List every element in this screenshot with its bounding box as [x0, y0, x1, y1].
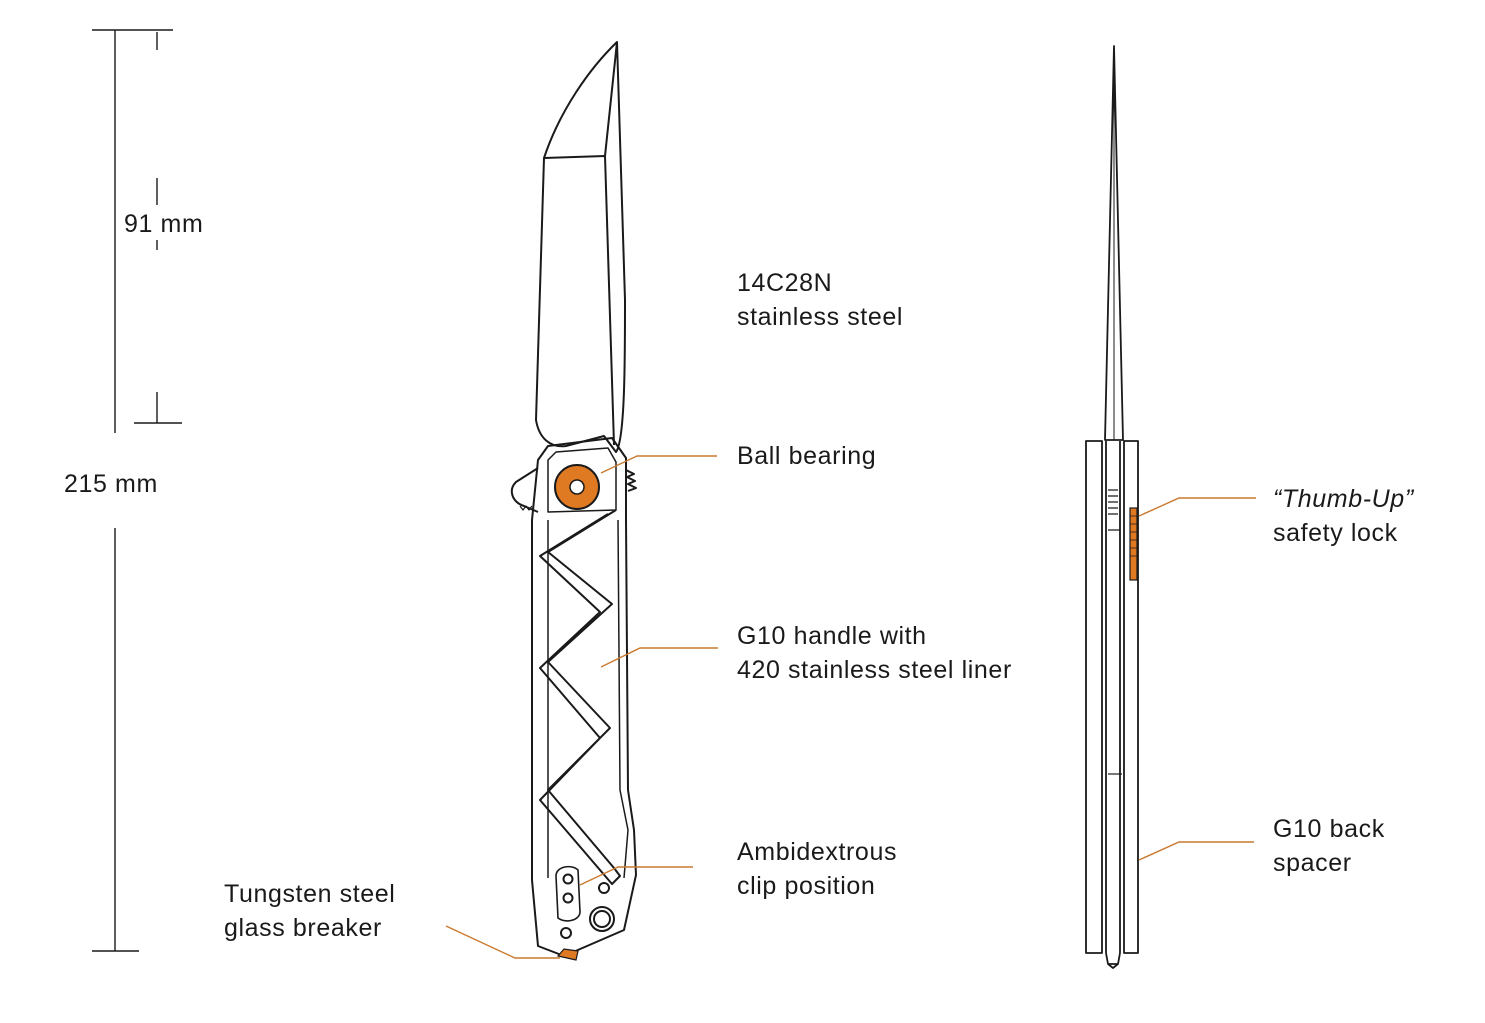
clip-screw-4	[598, 882, 610, 894]
glass-breaker-callout: Tungsten steel glass breaker	[224, 877, 395, 945]
pivot-ball-bearing-center	[569, 479, 585, 495]
clip-callout: Ambidextrous clip position	[737, 835, 897, 903]
side-pommel	[1105, 952, 1121, 965]
back-spacer-callout: G10 back spacer	[1273, 812, 1385, 880]
glass-breaker-tip	[556, 948, 579, 961]
handle-zigzag-inlay	[539, 509, 621, 885]
leader-lines	[445, 455, 1256, 959]
blade-length-label: 91 mm	[124, 210, 204, 238]
handle-callout: G10 handle with 420 stainless steel line…	[737, 619, 1012, 687]
blade-steel-callout: 14C28N stainless steel	[737, 266, 903, 334]
handle-inner-edge	[547, 519, 629, 879]
thumb-up-safety-lock-ridges	[1130, 515, 1137, 557]
leader-ball-bearing	[600, 455, 717, 474]
clip-screw-3	[560, 927, 572, 939]
clip-screw-2	[562, 892, 574, 904]
side-pommel-tip	[1107, 963, 1119, 969]
blade-outline	[535, 41, 626, 453]
blade-steel-line2: stainless steel	[737, 303, 904, 331]
side-handle-right-scale	[1123, 440, 1139, 954]
leader-handle	[600, 647, 718, 668]
leader-glass-breaker	[445, 925, 560, 959]
overall-length-label: 215 mm	[64, 470, 158, 498]
dimension-lines	[92, 29, 182, 952]
thumb-up-safety-lock	[1129, 507, 1138, 581]
spine-jimping	[625, 469, 637, 492]
blade-steel-line1: 14C28N	[737, 269, 833, 297]
glass-breaker-line2: glass breaker	[224, 914, 382, 942]
handle-line1: G10 handle with	[737, 622, 927, 650]
handle-line2: 420 stainless steel liner	[737, 656, 1012, 684]
leader-back-spacer	[1138, 841, 1254, 861]
flipper-tab	[510, 467, 539, 513]
handle-outline	[531, 437, 637, 957]
clip-screw-1	[562, 873, 574, 885]
back-spacer-line1: G10 back	[1273, 815, 1385, 843]
knife-front-view	[510, 41, 637, 957]
leader-clip	[579, 866, 693, 886]
clip-line2: clip position	[737, 872, 876, 900]
ball-bearing-line1: Ball bearing	[737, 442, 877, 470]
safety-lock-line1: “Thumb-Up”	[1273, 485, 1414, 513]
safety-lock-line2: safety lock	[1273, 519, 1398, 547]
handle-bolster-inner	[547, 447, 617, 513]
back-spacer-line2: spacer	[1273, 849, 1352, 877]
blade-grind-line	[543, 155, 615, 446]
flipper-jimping	[519, 505, 533, 511]
clip-line1: Ambidextrous	[737, 838, 898, 866]
clip-mount-pad	[555, 865, 581, 922]
glass-breaker-line1: Tungsten steel	[224, 880, 396, 908]
lanyard-hole-inner	[593, 910, 611, 928]
side-lock-bar	[1108, 489, 1120, 531]
lanyard-hole	[589, 906, 615, 932]
leader-safety-lock	[1138, 497, 1256, 517]
blade-spine-line	[604, 41, 618, 157]
ball-bearing-callout: Ball bearing	[737, 439, 876, 473]
side-handle-left-scale	[1085, 440, 1103, 954]
safety-lock-callout: “Thumb-Up” safety lock	[1273, 482, 1414, 550]
knife-side-view	[1085, 45, 1139, 969]
